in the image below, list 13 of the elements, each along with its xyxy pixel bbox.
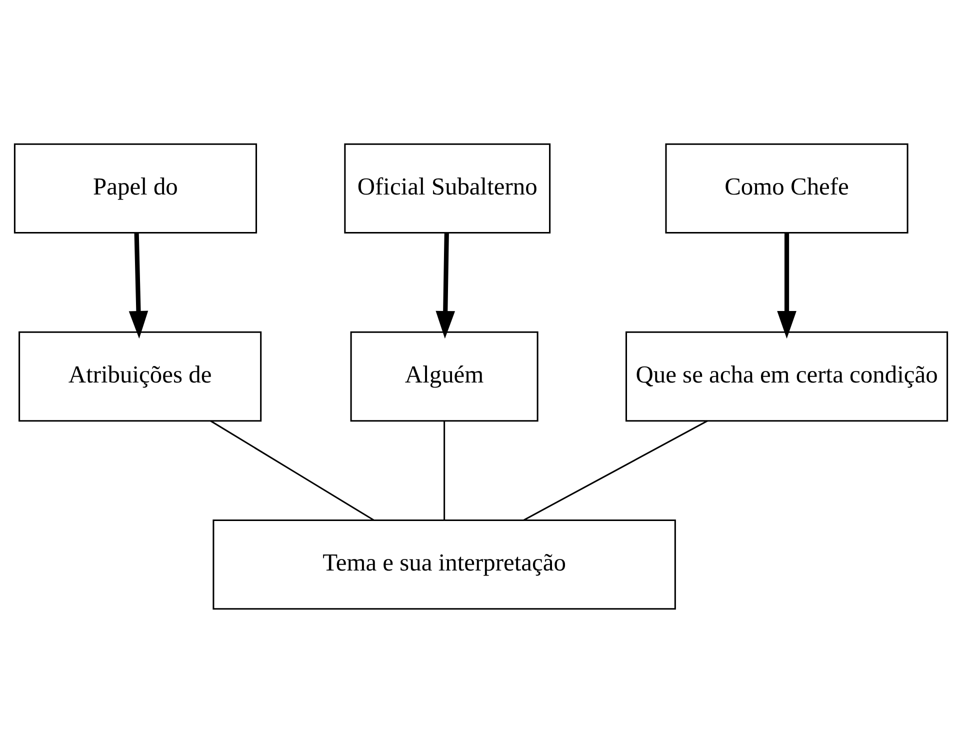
node-box: Como Chefe — [665, 142, 908, 234]
connector — [524, 420, 708, 520]
arrow — [436, 232, 456, 338]
node-box: Tema e sua interpretação — [212, 518, 676, 610]
node-box: Oficial Subalterno — [344, 142, 551, 234]
arrow — [777, 232, 796, 338]
arrow — [128, 232, 148, 338]
node-box: Papel do — [14, 142, 258, 234]
node-box: Atribuições de — [18, 330, 262, 422]
connector — [210, 420, 374, 520]
node-box: Alguém — [350, 330, 538, 422]
connector — [444, 420, 446, 520]
node-box: Que se acha em certa condição — [625, 330, 948, 422]
